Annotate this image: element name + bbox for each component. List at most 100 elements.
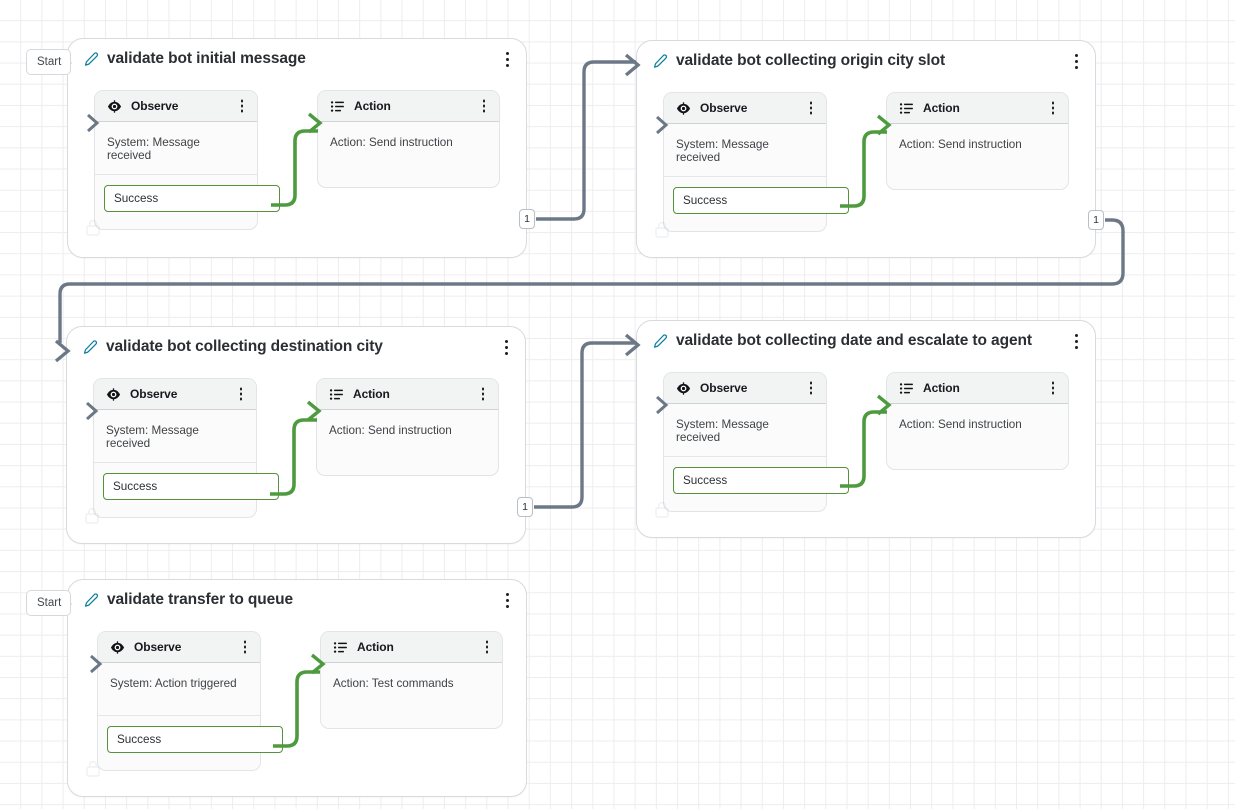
block-title: Action <box>357 640 394 654</box>
block-body-text: Action: Send instruction <box>899 418 1022 431</box>
block-observe[interactable]: Observe System: Message received Success <box>656 372 849 512</box>
block-title: Observe <box>134 640 182 654</box>
pencil-icon[interactable] <box>84 51 99 67</box>
pencil-icon[interactable] <box>83 339 98 355</box>
output-port-success[interactable]: Success <box>103 473 279 500</box>
block-header: Action <box>887 373 1068 404</box>
block-action[interactable]: Action Action: Send instruction <box>307 90 500 188</box>
output-port-label: Success <box>683 194 728 207</box>
edge-count-badge[interactable]: 1 <box>517 497 533 517</box>
eye-icon <box>110 640 125 654</box>
block-action[interactable]: Action Action: Send instruction <box>306 378 499 476</box>
block-inbound-arrow-green-icon <box>876 114 892 136</box>
block-action[interactable]: Action Action: Send instruction <box>876 372 1069 470</box>
block-kebab-menu-icon[interactable] <box>481 640 493 655</box>
block-inbound-arrow-green-icon <box>307 112 323 134</box>
block-observe[interactable]: Observe System: Message received Success <box>656 92 849 232</box>
kebab-menu-icon[interactable] <box>1069 332 1083 350</box>
block-body-text: Action: Test commands <box>333 677 454 690</box>
block-title: Action <box>923 101 960 115</box>
block-header: Observe <box>98 632 260 663</box>
start-badge-label: Start <box>37 56 62 68</box>
lock-icon <box>86 219 100 236</box>
block-kebab-menu-icon[interactable] <box>1047 381 1059 396</box>
eye-icon <box>106 387 121 401</box>
block-inbound-arrow-icon <box>656 115 669 135</box>
pencil-icon[interactable] <box>653 53 668 69</box>
edge-count-badge[interactable]: 1 <box>519 209 535 229</box>
block-action[interactable]: Action Action: Send instruction <box>876 92 1069 190</box>
kebab-menu-icon[interactable] <box>500 50 514 68</box>
node-inbound-arrow-icon <box>624 333 641 357</box>
node-title: validate bot collecting date and escalat… <box>676 332 1032 349</box>
block-action[interactable]: Action Action: Test commands <box>310 631 503 729</box>
state-node-validate-bot-collecting-origin-city-slot[interactable]: validate bot collecting origin city slot… <box>624 40 1096 258</box>
list-icon <box>899 102 913 114</box>
edge-count-badge[interactable]: 1 <box>1088 210 1104 230</box>
node-title-row: validate bot collecting date and escalat… <box>653 332 1032 350</box>
block-divider <box>95 174 257 175</box>
block-kebab-menu-icon[interactable] <box>236 99 248 114</box>
block-header: Observe <box>664 373 826 404</box>
block-divider <box>664 456 826 457</box>
block-header: Observe <box>95 91 257 122</box>
block-title: Observe <box>131 99 179 113</box>
kebab-menu-icon[interactable] <box>500 591 514 609</box>
block-inbound-arrow-green-icon <box>306 400 322 422</box>
block-title: Observe <box>700 381 748 395</box>
eye-icon <box>676 101 691 115</box>
block-kebab-menu-icon[interactable] <box>805 381 817 396</box>
list-icon <box>333 641 347 653</box>
kebab-menu-icon[interactable] <box>1069 52 1083 70</box>
edge-count-label: 1 <box>522 501 528 513</box>
edge-count-label: 1 <box>524 213 530 225</box>
start-badge[interactable]: Start <box>26 590 72 616</box>
block-kebab-menu-icon[interactable] <box>478 99 490 114</box>
block-header: Action <box>317 379 498 410</box>
block-title: Action <box>354 99 391 113</box>
block-title: Observe <box>700 101 748 115</box>
block-observe[interactable]: Observe System: Message received Success <box>86 378 279 518</box>
block-observe[interactable]: Observe System: Message received Success <box>87 90 280 230</box>
edge-count-label: 1 <box>1093 214 1099 226</box>
output-port-label: Success <box>113 480 158 493</box>
kebab-menu-icon[interactable] <box>499 338 513 356</box>
block-body-text: Action: Send instruction <box>899 138 1022 151</box>
pencil-icon[interactable] <box>84 592 99 608</box>
block-kebab-menu-icon[interactable] <box>1047 101 1059 116</box>
output-port-success[interactable]: Success <box>673 467 849 494</box>
state-node-validate-transfer-to-queue[interactable]: validate transfer to queue Observe Syste… <box>55 579 527 797</box>
block-kebab-menu-icon[interactable] <box>805 101 817 116</box>
eye-icon <box>107 99 122 113</box>
block-kebab-menu-icon[interactable] <box>477 387 489 402</box>
block-header: Action <box>887 93 1068 124</box>
lock-icon <box>655 501 669 518</box>
state-node-validate-bot-collecting-date-and-escalate-to-agent[interactable]: validate bot collecting date and escalat… <box>624 320 1096 538</box>
start-badge[interactable]: Start <box>26 49 72 75</box>
output-port-success[interactable]: Success <box>104 185 280 212</box>
block-header: Action <box>321 632 502 663</box>
block-inbound-arrow-green-icon <box>310 653 326 675</box>
block-body-text: Action: Send instruction <box>329 424 452 437</box>
output-port-label: Success <box>683 474 728 487</box>
output-port-label: Success <box>114 192 159 205</box>
block-inbound-arrow-icon <box>90 654 103 674</box>
state-node-validate-bot-collecting-destination-city[interactable]: validate bot collecting destination city… <box>54 326 526 544</box>
state-node-validate-bot-initial-message[interactable]: validate bot initial message Observe Sys… <box>55 38 527 258</box>
output-port-success[interactable]: Success <box>673 187 849 214</box>
pencil-icon[interactable] <box>653 333 668 349</box>
block-header: Observe <box>94 379 256 410</box>
output-port-success[interactable]: Success <box>107 726 283 753</box>
lock-icon <box>85 507 99 524</box>
lock-icon <box>86 760 100 777</box>
node-header: validate bot collecting destination city <box>67 327 525 367</box>
block-kebab-menu-icon[interactable] <box>239 640 251 655</box>
block-header: Observe <box>664 93 826 124</box>
block-kebab-menu-icon[interactable] <box>235 387 247 402</box>
node-title: validate transfer to queue <box>107 591 294 608</box>
node-inbound-arrow-icon <box>624 53 641 77</box>
block-divider <box>98 715 260 716</box>
block-inbound-arrow-icon <box>656 395 669 415</box>
block-observe[interactable]: Observe System: Action triggered Success <box>90 631 283 771</box>
